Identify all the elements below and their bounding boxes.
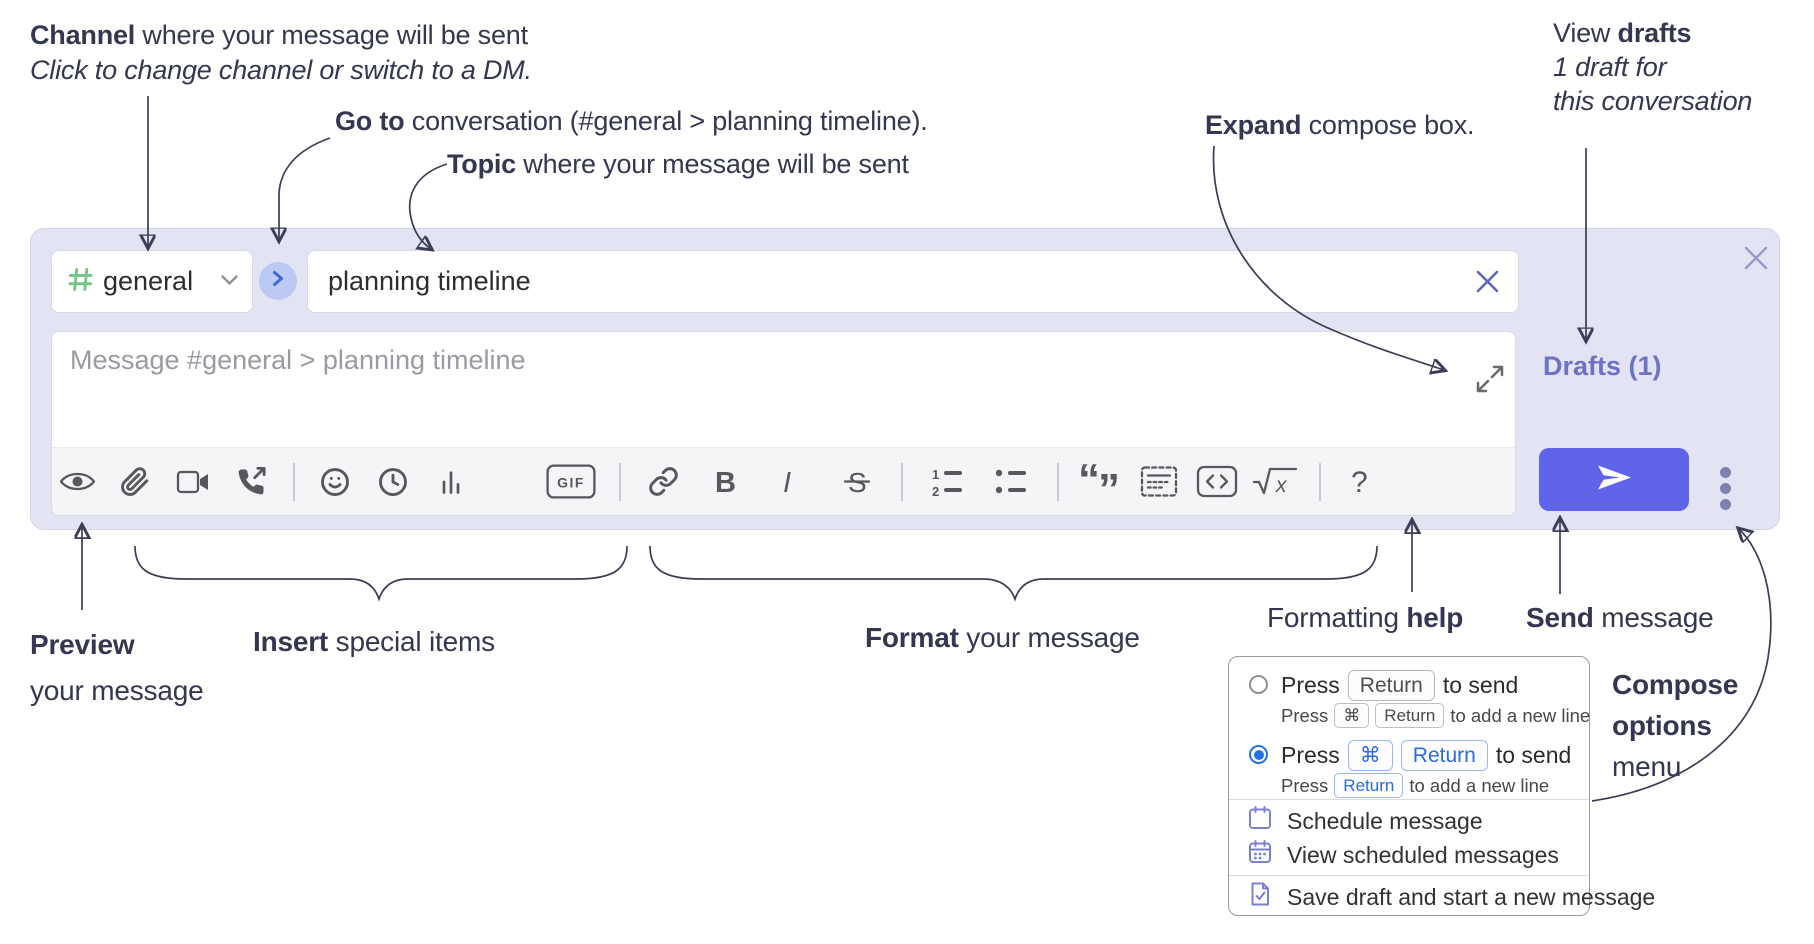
kbd-cmd: ⌘ — [1334, 703, 1370, 728]
chevron-right-icon — [272, 270, 284, 292]
toolbar-divider — [293, 462, 295, 501]
quote-icon[interactable]: “” — [1077, 452, 1125, 512]
clear-topic-icon[interactable] — [1472, 267, 1502, 297]
time-icon[interactable] — [371, 452, 415, 512]
annotation-topic: Topic where your message will be sent — [447, 149, 909, 179]
topic-value: planning timeline — [328, 266, 531, 296]
svg-text:x: x — [1275, 474, 1288, 497]
option-text: to send — [1495, 742, 1572, 768]
save-draft-icon — [1247, 881, 1273, 913]
send-button[interactable] — [1539, 448, 1689, 511]
annotation-preview: Preview your message — [30, 629, 204, 706]
svg-text:?: ? — [1351, 466, 1368, 499]
message-area[interactable]: Message #general > planning timeline — [51, 331, 1516, 516]
expand-compose-icon[interactable] — [1473, 362, 1507, 396]
calendar-icon — [1247, 805, 1273, 837]
toolbar-divider — [1319, 462, 1321, 501]
bulleted-list-icon[interactable] — [985, 452, 1037, 512]
annotation-view-drafts: View drafts 1 draft for this conversatio… — [1553, 18, 1753, 116]
voice-call-icon[interactable] — [229, 452, 273, 512]
radio-enter-to-send[interactable] — [1249, 675, 1268, 694]
link-icon[interactable] — [639, 452, 687, 512]
go-to-conversation-button[interactable] — [259, 262, 297, 300]
attach-file-icon[interactable] — [113, 452, 157, 512]
toolbar-divider — [901, 462, 903, 501]
svg-text:2: 2 — [932, 484, 939, 498]
topic-input[interactable]: planning timeline — [307, 250, 1519, 313]
math-icon[interactable]: x — [1251, 452, 1299, 512]
popup-divider — [1229, 875, 1589, 876]
popup-divider — [1229, 799, 1589, 800]
annotation-channel: Channel where your message will be sent … — [30, 20, 532, 85]
preview-eye-icon[interactable] — [55, 452, 99, 512]
option-text: Press — [1281, 672, 1340, 698]
svg-text:”: ” — [1098, 465, 1120, 500]
gif-icon[interactable]: GIF — [543, 452, 599, 512]
kbd-return: Return — [1334, 773, 1404, 798]
compose-box: general planning timeline Message #gener… — [30, 228, 1780, 530]
annotation-compose-options: Compose options menu — [1612, 669, 1739, 782]
bold-icon[interactable]: B — [701, 452, 749, 512]
svg-text:GIF: GIF — [557, 475, 585, 491]
video-call-icon[interactable] — [171, 452, 215, 512]
svg-text:I: I — [783, 467, 791, 499]
annotation-format: Format your message — [865, 622, 1140, 653]
strikethrough-icon[interactable]: S — [833, 452, 881, 512]
svg-text:“: “ — [1080, 464, 1100, 500]
send-plane-icon — [1591, 462, 1637, 498]
close-compose-icon[interactable] — [1739, 241, 1773, 275]
annotation-insert: Insert special items — [253, 626, 495, 657]
ellipsis-dot — [1719, 466, 1731, 478]
compose-options-popup: Press Return to send Press ⌘ Return to a… — [1228, 656, 1655, 916]
menu-item-save-draft[interactable]: Save draft and start a new message — [1247, 882, 1655, 912]
kbd-return: Return — [1347, 670, 1435, 701]
spoiler-icon[interactable] — [1135, 452, 1183, 512]
annotation-expand: Expand compose box. — [1205, 110, 1475, 140]
option-cmd-enter-to-send-subtext: Press Return to add a new line — [1281, 773, 1549, 798]
channel-hash-icon — [68, 267, 93, 297]
kbd-return: Return — [1375, 703, 1445, 728]
drafts-link[interactable]: Drafts (1) — [1543, 351, 1662, 381]
compose-options-menu-button[interactable] — [1711, 456, 1739, 520]
svg-text:B: B — [715, 467, 736, 499]
radio-cmd-enter-to-send[interactable] — [1249, 745, 1268, 764]
annotation-formatting-help: Formatting help — [1267, 602, 1464, 633]
option-enter-to-send-subtext: Press ⌘ Return to add a new line — [1281, 703, 1590, 728]
option-text: to send — [1442, 672, 1519, 698]
option-enter-to-send[interactable]: Press Return to send — [1281, 670, 1518, 701]
emoji-icon[interactable] — [313, 452, 357, 512]
channel-name: general — [103, 266, 194, 296]
poll-icon[interactable] — [429, 452, 473, 512]
toolbar-divider — [619, 462, 621, 501]
italic-icon[interactable]: I — [767, 452, 815, 512]
code-icon[interactable] — [1193, 452, 1241, 512]
ellipsis-dot — [1719, 482, 1731, 494]
kbd-cmd: ⌘ — [1347, 740, 1393, 771]
svg-text:1: 1 — [932, 467, 939, 482]
option-cmd-enter-to-send[interactable]: Press ⌘ Return to send — [1281, 740, 1571, 771]
menu-item-view-scheduled-messages[interactable]: View scheduled messages — [1247, 839, 1559, 871]
chevron-down-icon — [221, 273, 238, 291]
option-text: Press — [1281, 742, 1340, 768]
kbd-return: Return — [1400, 740, 1488, 771]
message-placeholder: Message #general > planning timeline — [70, 345, 526, 375]
calendar-grid-icon — [1247, 839, 1273, 871]
annotation-send-message: Send message — [1526, 602, 1714, 633]
toolbar-divider — [1057, 462, 1059, 501]
channel-selector[interactable]: general — [51, 250, 253, 313]
formatting-help-icon[interactable]: ? — [1339, 452, 1379, 512]
menu-item-schedule-message[interactable]: Schedule message — [1247, 805, 1483, 837]
annotation-goto: Go to conversation (#general > planning … — [335, 106, 928, 136]
ellipsis-dot — [1719, 498, 1731, 510]
